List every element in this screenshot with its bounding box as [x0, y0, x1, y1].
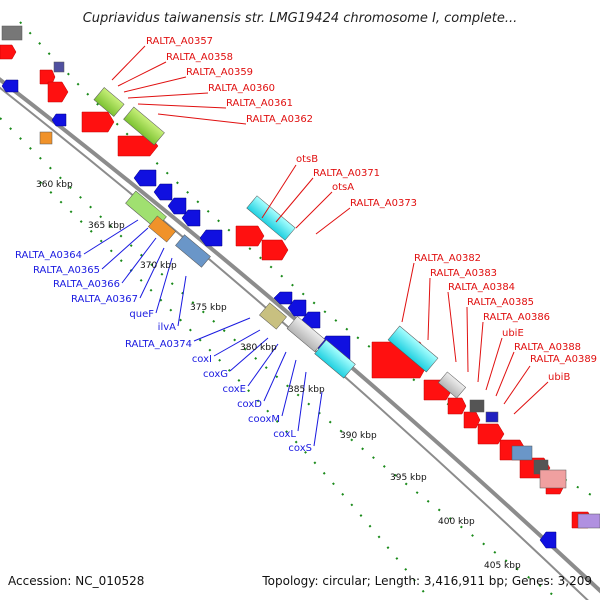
kbp-tick-label: 405 kbp: [484, 561, 521, 571]
gene-arrow: [181, 209, 201, 227]
gene-label: coxL: [273, 429, 296, 440]
gene-box: [469, 399, 485, 413]
gene-arrow: [447, 397, 467, 415]
gene-arrow: [477, 423, 505, 445]
accession-label: Accession: NC_010528: [8, 574, 144, 588]
gene-box: [123, 106, 165, 146]
gene-arrow: [235, 225, 265, 247]
gene-label: RALTA_A0365: [33, 265, 100, 276]
gene-arrow: [153, 183, 173, 201]
gene-box: [175, 234, 211, 268]
gene-arrow: [539, 531, 557, 549]
gene-box: [259, 302, 287, 330]
gene-box: [539, 469, 567, 489]
gene-label: RALTA_A0374: [125, 339, 192, 350]
kbp-tick-label: 365 kbp: [88, 221, 125, 231]
gene-label: RALTA_A0357: [146, 36, 213, 47]
gene-box: [39, 131, 53, 145]
gene-label: ilvA: [158, 322, 176, 333]
gene-label: RALTA_A0361: [226, 98, 293, 109]
gene-label: RALTA_A0388: [514, 342, 581, 353]
gene-label: coxE: [222, 384, 246, 395]
gene-arrow: [0, 44, 17, 60]
gene-label: RALTA_A0362: [246, 114, 313, 125]
gene-label: RALTA_A0384: [448, 282, 515, 293]
gene-box: [147, 215, 177, 243]
tick-rows: [0, 21, 600, 600]
reverse-gene-labels: RALTA_A0364RALTA_A0365RALTA_A0366RALTA_A…: [15, 250, 312, 454]
gene-label: RALTA_A0359: [186, 67, 253, 78]
gene-label: RALTA_A0364: [15, 250, 82, 261]
gene-arrow: [47, 81, 69, 103]
gene-label: coxI: [192, 354, 212, 365]
gene-arrow: [463, 411, 481, 429]
kbp-scale-labels: 360 kbp 365 kbp 370 kbp 375 kbp 380 kbp 385 k…: [36, 180, 521, 571]
reverse-label-leaders: [83, 219, 323, 447]
gene-box: [246, 195, 296, 241]
gene-arrow: [39, 69, 56, 85]
gene-arrow: [261, 239, 289, 261]
gene-label: cooxM: [248, 414, 280, 425]
gene-label: RALTA_A0383: [430, 268, 497, 279]
gene-label: RALTA_A0366: [53, 279, 120, 290]
kbp-tick-label: 380 kbp: [240, 343, 277, 353]
forward-label-leaders: [111, 45, 549, 415]
gene-box: [577, 513, 600, 529]
gene-arrow: [287, 299, 307, 317]
gene-arrow: [273, 291, 293, 305]
kbp-tick-label: 360 kbp: [36, 180, 73, 190]
gene-label: ubiB: [548, 372, 570, 383]
gene-label: coxG: [203, 369, 228, 380]
gene-arrow: [199, 229, 223, 247]
forward-feature-boxes: [1, 25, 600, 529]
gene-label: RALTA_A0371: [313, 168, 380, 179]
gene-box: [314, 339, 356, 379]
reverse-feature-boxes: [39, 131, 356, 379]
kbp-tick-label: 370 kbp: [140, 261, 177, 271]
genome-summary: Topology: circular; Length: 3,416,911 bp…: [261, 574, 592, 588]
kbp-tick-label: 375 kbp: [190, 303, 227, 313]
gene-label: RALTA_A0385: [467, 297, 534, 308]
gene-label: RALTA_A0386: [483, 312, 550, 323]
gene-box: [387, 325, 439, 373]
gene-box: [1, 25, 23, 41]
gene-label: RALTA_A0358: [166, 52, 233, 63]
gene-label: RALTA_A0373: [350, 198, 417, 209]
gene-box: [53, 61, 65, 73]
gene-label: otsB: [296, 154, 318, 165]
gene-label: RALTA_A0360: [208, 83, 275, 94]
gene-label: RALTA_A0382: [414, 253, 481, 264]
gene-label: RALTA_A0367: [71, 294, 138, 305]
gene-arrow: [133, 169, 157, 187]
gene-label: coxS: [288, 443, 312, 454]
forward-gene-labels: RALTA_A0357RALTA_A0358RALTA_A0359RALTA_A…: [146, 36, 597, 383]
gene-label: RALTA_A0389: [530, 354, 597, 365]
gene-arrow: [1, 79, 19, 93]
map-title: Cupriavidus taiwanensis str. LMG19424 ch…: [83, 11, 518, 26]
gene-box: [286, 315, 326, 353]
gene-arrow: [167, 197, 187, 215]
gene-box: [511, 445, 533, 461]
gene-arrow: [81, 111, 115, 133]
gene-arrow: [51, 113, 67, 127]
gene-box: [93, 87, 125, 117]
gene-label: otsA: [332, 182, 354, 193]
kbp-tick-label: 385 kbp: [288, 385, 325, 395]
gene-box: [485, 411, 499, 423]
gene-label: queF: [129, 309, 154, 320]
gene-box: [437, 371, 467, 399]
gene-label: coxD: [237, 399, 262, 410]
kbp-tick-label: 400 kbp: [438, 517, 475, 527]
gene-label: ubiE: [502, 328, 524, 339]
kbp-tick-label: 390 kbp: [340, 431, 377, 441]
kbp-tick-label: 395 kbp: [390, 473, 427, 483]
